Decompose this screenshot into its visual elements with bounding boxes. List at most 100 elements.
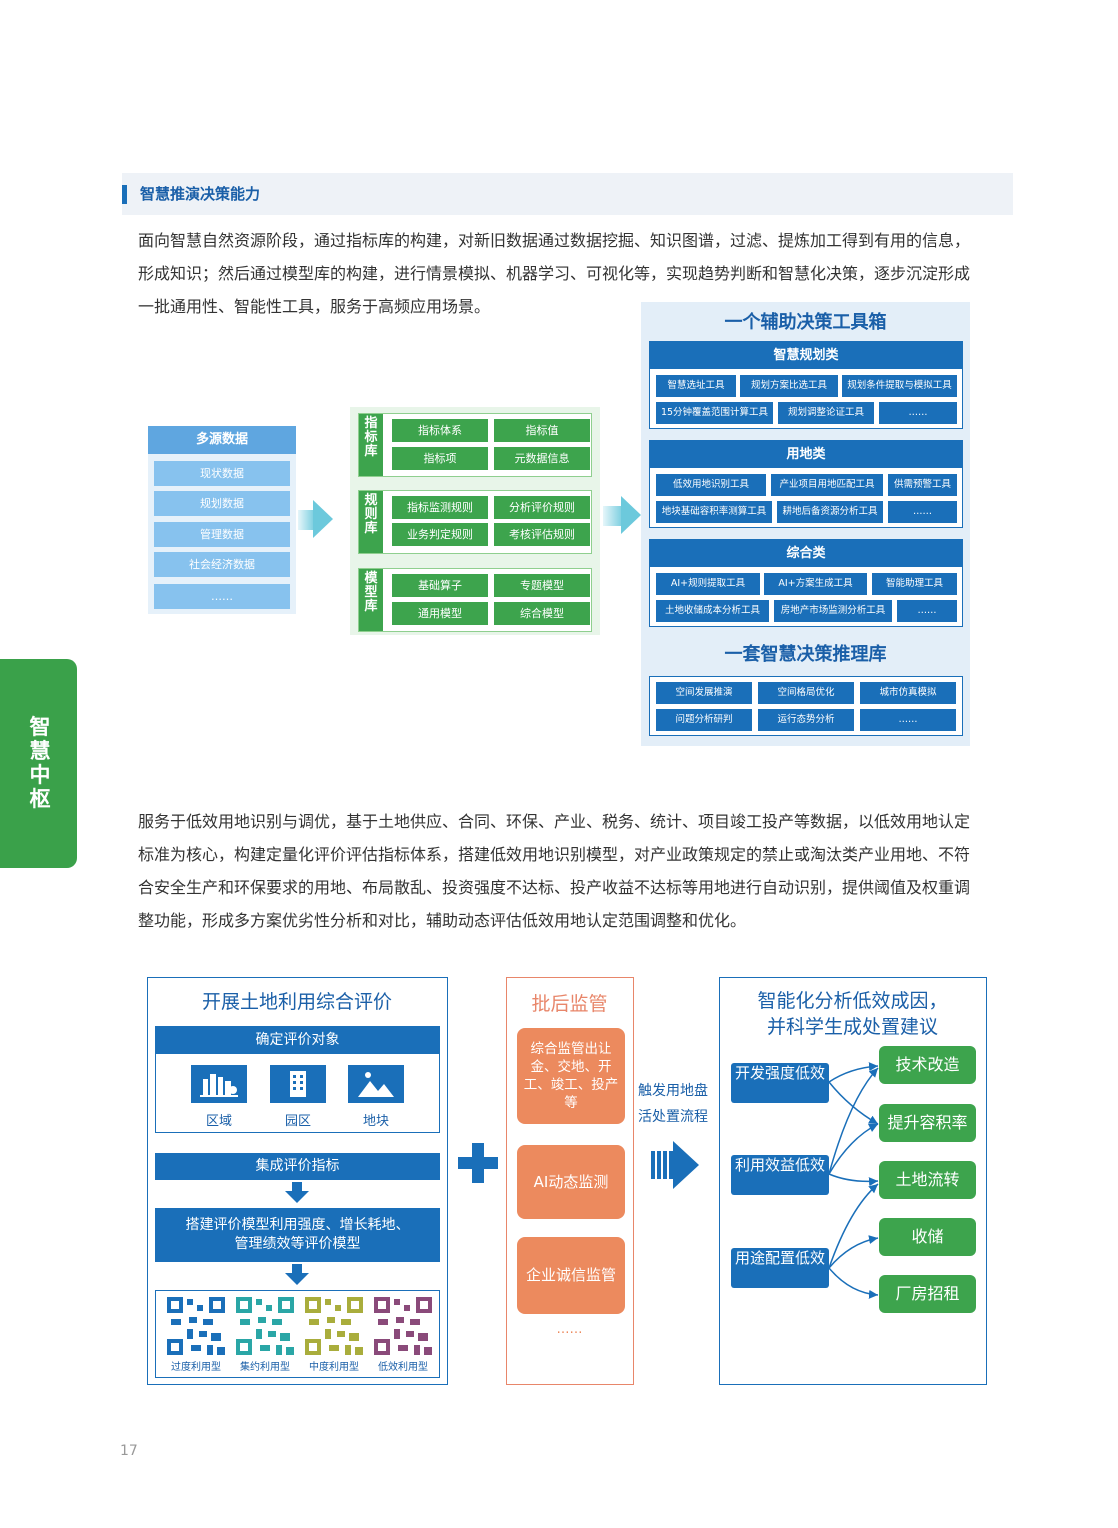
process-arrow-stem bbox=[651, 1151, 673, 1179]
type-pattern-icon bbox=[236, 1297, 294, 1355]
cause-item: 开发强度低效 bbox=[731, 1063, 829, 1103]
library-item: 基础算子 bbox=[392, 574, 488, 597]
cause-analysis-box: 智能化分析低效成因， 并科学生成处置建议 开发强度低效 利用效益低效 用途配置低… bbox=[719, 977, 987, 1385]
intro-line: 形成知识；然后通过模型库的构建，进行情景模拟、机器学习、可视化等，实现趋势判断和… bbox=[138, 264, 971, 283]
tool-group-title: 智慧规划类 bbox=[650, 342, 962, 369]
cause-item: 用途配置低效 bbox=[731, 1248, 829, 1288]
section-title: 智慧推演决策能力 bbox=[140, 185, 261, 203]
tool-group-planning: 智慧规划类 智慧选址工具 规划方案比选工具 规划条件提取与模拟工具 15分钟覆盖… bbox=[649, 341, 963, 429]
library-group-models: 模型库 基础算子 专题模型 通用模型 综合模型 bbox=[358, 568, 592, 632]
evaluation-step-indicators: 集成评价指标 bbox=[155, 1153, 440, 1180]
body-line: 合安全生产和环保要求的用地、布局散乱、投资强度不达标、投产收益不达标等用地进行自… bbox=[138, 878, 971, 897]
land-evaluation-title: 开展土地利用综合评价 bbox=[201, 991, 392, 1013]
post-approval-supervision-box: 批后监管 综合监管出让金、交地、开工、竣工、投产等 AI动态监测 企业诚信监管 … bbox=[506, 977, 634, 1385]
reasoning-item[interactable]: 空间发展推演 bbox=[656, 682, 752, 704]
tool-item[interactable]: 智能助理工具 bbox=[872, 573, 957, 595]
reasoning-item[interactable]: 城市仿真模拟 bbox=[860, 682, 956, 704]
tool-item[interactable]: 智慧选址工具 bbox=[656, 375, 736, 397]
section-header: 智慧推演决策能力 bbox=[122, 173, 1013, 215]
tool-item[interactable]: 房地产市场监测分析工具 bbox=[774, 600, 892, 622]
region-icon bbox=[191, 1065, 247, 1103]
body-line: 服务于低效用地识别与调优，基于土地供应、合同、环保、产业、税务、统计、项目竣工投… bbox=[138, 812, 971, 831]
library-item: 综合模型 bbox=[494, 602, 590, 625]
type-pattern-icon bbox=[305, 1297, 363, 1355]
tool-item[interactable]: …… bbox=[897, 600, 957, 622]
reasoning-item[interactable]: …… bbox=[860, 709, 956, 731]
multi-source-data-title: 多源数据 bbox=[148, 426, 296, 454]
type-label: 集约利用型 bbox=[240, 1362, 290, 1373]
trigger-text: 触发用地盘 活处置流程 bbox=[638, 1078, 708, 1130]
tool-item[interactable]: 低效用地识别工具 bbox=[656, 474, 766, 496]
library-item: 指标值 bbox=[494, 419, 590, 442]
tool-item[interactable]: 供需预警工具 bbox=[888, 474, 957, 496]
source-item: 管理数据 bbox=[154, 522, 290, 547]
evaluation-objects-panel: 区域 园区 地块 bbox=[155, 1031, 440, 1133]
body-line: 整功能，形成多方案优劣性分析和对比，辅助动态评估低效用地认定范围调整和优化。 bbox=[138, 911, 747, 930]
cause-analysis-title: 智能化分析低效成因， 并科学生成处置建议 bbox=[720, 988, 985, 1040]
reasoning-item[interactable]: 空间格局优化 bbox=[758, 682, 854, 704]
reasoning-item[interactable]: 运行态势分析 bbox=[758, 709, 854, 731]
object-label: 园区 bbox=[284, 1114, 311, 1129]
library-label: 规则库 bbox=[359, 491, 383, 553]
cause-analysis-title-line: 并科学生成处置建议 bbox=[766, 1016, 938, 1038]
library-item: 考核评估规则 bbox=[494, 523, 590, 546]
reasoning-library-title: 一套智慧决策推理库 bbox=[724, 644, 887, 665]
fix-item: 收储 bbox=[879, 1218, 976, 1256]
chapter-side-tab[interactable]: 智慧中枢 bbox=[0, 659, 77, 868]
tool-item[interactable]: 耕地后备资源分析工具 bbox=[777, 501, 883, 523]
supervision-more: …… bbox=[556, 1322, 583, 1337]
tool-item[interactable]: …… bbox=[879, 402, 957, 424]
flow-arrow-icon bbox=[621, 496, 641, 534]
library-label: 指标库 bbox=[359, 414, 383, 476]
chapter-side-tab-label: 智慧中枢 bbox=[29, 715, 51, 811]
library-item: 元数据信息 bbox=[494, 447, 590, 470]
fix-item: 厂房招租 bbox=[879, 1275, 976, 1313]
flow-arrow-stem bbox=[603, 506, 622, 526]
tool-item[interactable]: 规划条件提取与模拟工具 bbox=[842, 375, 957, 397]
source-item: 社会经济数据 bbox=[154, 552, 290, 577]
tool-item[interactable]: AI+方案生成工具 bbox=[764, 573, 867, 595]
tool-group-title: 综合类 bbox=[650, 540, 962, 567]
tool-item[interactable]: AI+规则提取工具 bbox=[656, 573, 760, 595]
reasoning-item[interactable]: 问题分析研判 bbox=[656, 709, 752, 731]
evaluation-step-model: 搭建评价模型利用强度、增长耗地、管理绩效等评价模型 bbox=[155, 1208, 440, 1262]
source-item: 规划数据 bbox=[154, 491, 290, 516]
fix-item: 土地流转 bbox=[879, 1161, 976, 1199]
supervision-item: 企业诚信监管 bbox=[517, 1237, 625, 1314]
intro-line: 面向智慧自然资源阶段，通过指标库的构建，对新旧数据通过数据挖掘、知识图谱，过滤、… bbox=[138, 231, 971, 250]
tool-item[interactable]: 规划调整论证工具 bbox=[778, 402, 874, 424]
process-arrow-icon bbox=[673, 1141, 699, 1189]
multi-source-data-panel: 多源数据 现状数据 规划数据 管理数据 社会经济数据 …… bbox=[148, 426, 296, 614]
fix-item: 技术改造 bbox=[879, 1046, 976, 1084]
tool-item[interactable]: 土地收储成本分析工具 bbox=[656, 600, 769, 622]
tool-group-title: 用地类 bbox=[650, 441, 962, 468]
library-item: 指标监测规则 bbox=[392, 496, 488, 519]
tool-item[interactable]: 地块基础容积率测算工具 bbox=[656, 501, 772, 523]
body-paragraph: 服务于低效用地识别与调优，基于土地供应、合同、环保、产业、税务、统计、项目竣工投… bbox=[138, 805, 970, 937]
type-label: 低效利用型 bbox=[378, 1362, 428, 1373]
tool-item[interactable]: 产业项目用地匹配工具 bbox=[771, 474, 883, 496]
toolbox-panel: 一个辅助决策工具箱 智慧规划类 智慧选址工具 规划方案比选工具 规划条件提取与模… bbox=[641, 302, 970, 746]
tool-item[interactable]: …… bbox=[888, 501, 957, 523]
tool-group-landuse: 用地类 低效用地识别工具 产业项目用地匹配工具 供需预警工具 地块基础容积率测算… bbox=[649, 440, 963, 528]
trigger-line: 活处置流程 bbox=[638, 1109, 708, 1125]
flow-arrow-stem bbox=[298, 510, 314, 530]
library-item: 业务判定规则 bbox=[392, 523, 488, 546]
library-panel: 指标库 指标体系 指标值 指标项 元数据信息 规则库 指标监测规则 分析评价规则… bbox=[350, 407, 600, 635]
supervision-item: 综合监管出让金、交地、开工、竣工、投产等 bbox=[517, 1028, 625, 1124]
library-item: 专题模型 bbox=[494, 574, 590, 597]
toolbox-title: 一个辅助决策工具箱 bbox=[724, 312, 887, 333]
object-label: 区域 bbox=[205, 1114, 232, 1129]
supervision-item: AI动态监测 bbox=[517, 1145, 625, 1219]
type-pattern-icon bbox=[374, 1297, 432, 1355]
tool-item[interactable]: 规划方案比选工具 bbox=[740, 375, 838, 397]
plus-icon-bar bbox=[458, 1157, 498, 1169]
library-group-index: 指标库 指标体系 指标值 指标项 元数据信息 bbox=[358, 413, 592, 477]
library-item: 分析评价规则 bbox=[494, 496, 590, 519]
library-item: 指标体系 bbox=[392, 419, 488, 442]
library-item: 指标项 bbox=[392, 447, 488, 470]
source-item: 现状数据 bbox=[154, 461, 290, 486]
land-evaluation-box: 开展土地利用综合评价 确定评价对象 区域 园区 地块 集成评价指标 搭建评价模型… bbox=[147, 977, 448, 1385]
tool-item[interactable]: 15分钟覆盖范围计算工具 bbox=[656, 402, 773, 424]
down-arrow-stem bbox=[292, 1264, 302, 1273]
